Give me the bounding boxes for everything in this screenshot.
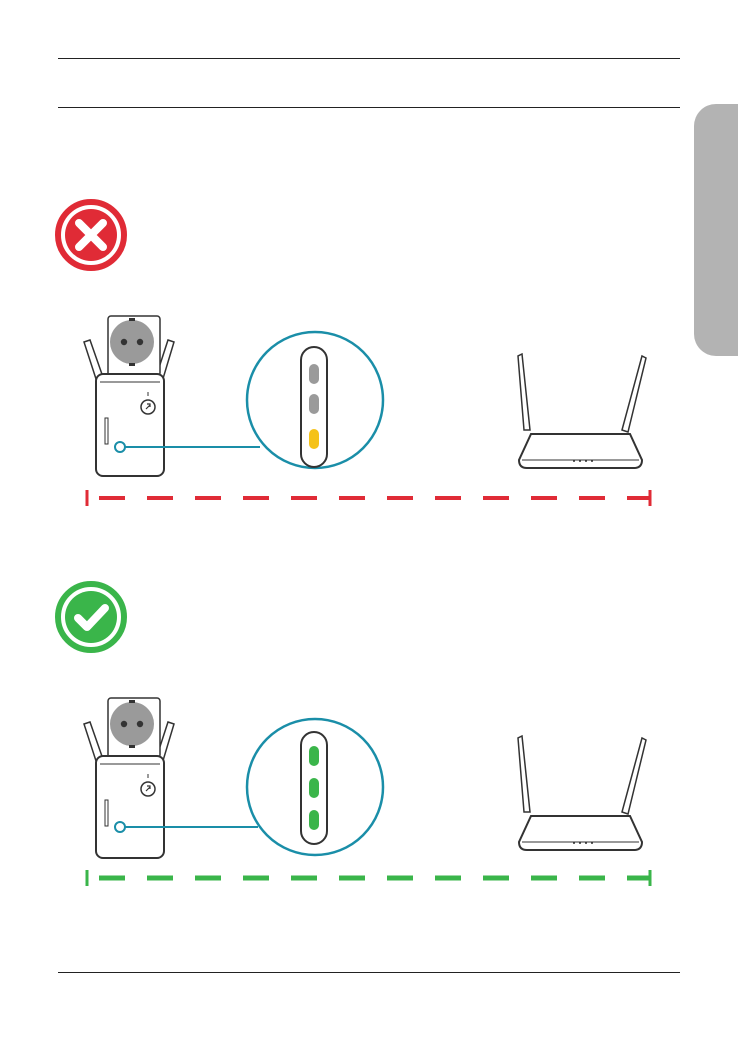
- led-1: [309, 364, 319, 384]
- top-rule: [58, 58, 680, 59]
- led-zoom-callout: [247, 719, 383, 855]
- placement-illustration-correct: [0, 682, 738, 902]
- placement-illustration-incorrect: [0, 300, 738, 520]
- led-3: [309, 810, 319, 830]
- router-icon: [518, 736, 646, 850]
- led-3: [309, 429, 319, 449]
- header-rule: [58, 107, 680, 108]
- led-2: [309, 778, 319, 798]
- distance-line-in-range: [87, 870, 650, 886]
- router-icon: [518, 354, 646, 468]
- footer-rule: [58, 972, 680, 973]
- led-1: [309, 746, 319, 766]
- range-extender-icon: [84, 698, 174, 858]
- led-2: [309, 394, 319, 414]
- error-icon: [54, 198, 128, 272]
- distance-line-too-far: [87, 490, 650, 506]
- range-extender-icon: [84, 316, 174, 476]
- led-zoom-callout: [247, 332, 383, 468]
- success-icon: [54, 580, 128, 654]
